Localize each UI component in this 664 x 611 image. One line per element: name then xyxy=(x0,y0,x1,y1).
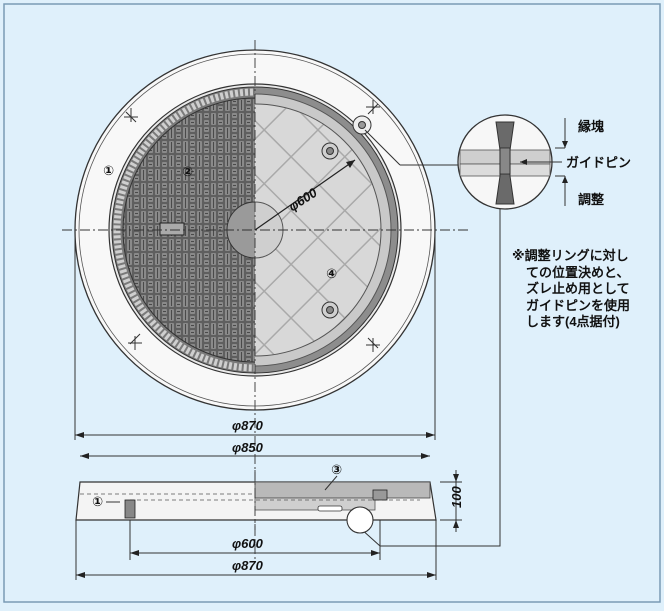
guide-pin-marks xyxy=(124,100,380,352)
frame-border xyxy=(3,3,661,603)
dim-870-top: φ870 xyxy=(232,418,264,433)
guide-pin-detail: 縁塊 ガイドピン 調整 xyxy=(359,114,631,547)
detail-marker xyxy=(346,506,374,534)
height-dimension xyxy=(440,470,462,532)
label-1-side: ① xyxy=(92,494,103,509)
guide-pin-note: ※調整リングに対し ての位置決めと、 ズレ止め用として ガイドピンを使用 します… xyxy=(512,248,662,331)
side-dimensions xyxy=(75,520,437,580)
dim-600-side: φ600 xyxy=(232,536,264,551)
dim-850: φ850 xyxy=(232,440,264,455)
dim-870-side: φ870 xyxy=(232,558,264,573)
label-2: ② xyxy=(182,164,193,179)
note-line-4: ガイドピンを使用 xyxy=(526,297,631,313)
diameter-arrow xyxy=(254,159,356,231)
plan-dimensions xyxy=(74,230,436,459)
label-3: ③ xyxy=(331,462,342,477)
bolt-holes xyxy=(321,115,372,319)
note-line-1: ※調整リングに対し xyxy=(512,248,629,263)
callout-ring: 縁塊 xyxy=(578,119,604,134)
side-view: ③ ① xyxy=(75,462,437,534)
callout-adjust: 調整 xyxy=(578,192,605,207)
plan-view: ① ② ④ φ600 xyxy=(62,40,470,560)
label-4: ④ xyxy=(326,266,337,281)
callout-pin: ガイドピン xyxy=(566,155,631,170)
note-line-5: します(4点据付) xyxy=(526,314,620,329)
dim-height: 100 xyxy=(449,486,464,508)
label-1: ① xyxy=(103,163,114,178)
note-line-3: ズレ止め用として xyxy=(526,281,630,296)
note-line-2: ての位置決めと、 xyxy=(526,264,630,280)
